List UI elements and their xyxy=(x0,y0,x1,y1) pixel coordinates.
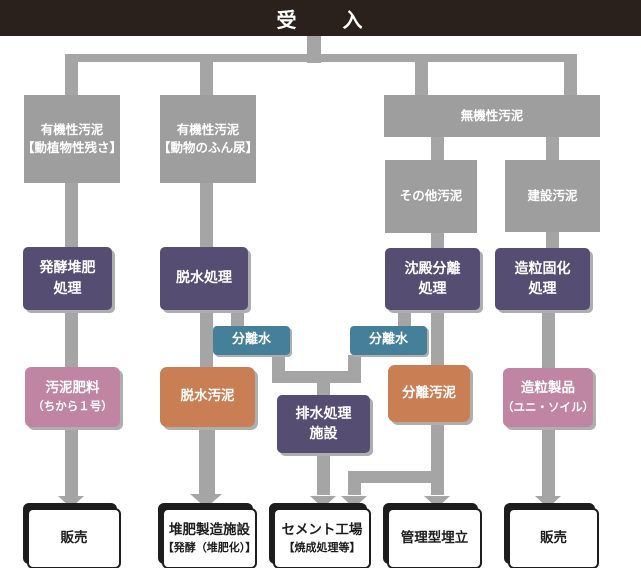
node-label: セメント工場 xyxy=(281,521,363,538)
connector-dewater-to-sepwater xyxy=(231,310,244,328)
arrowhead-sale-right xyxy=(535,496,561,508)
node-sedimentation-process: 沈殿分離 処理 xyxy=(385,248,480,310)
connector-drop-organic-plant xyxy=(65,56,78,95)
connector-col4-b xyxy=(542,310,555,368)
node-label: 【動植物性残さ】 xyxy=(22,140,123,155)
connector-sediment-to-sepwater xyxy=(398,310,411,328)
connector-merge-bar xyxy=(272,371,361,383)
connector-merge-down xyxy=(317,383,330,395)
node-label: 分離水 xyxy=(231,332,271,348)
node-label: 脱水処理 xyxy=(176,270,232,287)
connector-branch-down xyxy=(348,483,361,495)
node-organic-sludge-plant: 有機性汚泥 【動植物性残さ】 xyxy=(22,95,123,183)
node-label: 処理 xyxy=(528,281,557,297)
node-label: 有機性汚泥 xyxy=(176,121,240,137)
node-label: 汚泥肥料 xyxy=(45,379,100,396)
connector-main-horizontal xyxy=(65,54,577,62)
arrowhead-cement-1 xyxy=(310,496,336,508)
node-label: （ちから１号） xyxy=(32,399,113,414)
node-label: （ユニ・ソイル） xyxy=(502,399,594,414)
node-separated-water-left: 分離水 xyxy=(213,326,290,355)
node-organic-sludge-animal: 有機性汚泥 【動物のふん尿】 xyxy=(158,95,259,183)
connector-col3-c xyxy=(431,422,444,495)
connector-drop-inorganic-left xyxy=(415,56,428,95)
node-inorganic-sludge: 無機性汚泥 xyxy=(384,95,600,137)
node-label: 販売 xyxy=(60,529,88,546)
arrowhead-compost-facility xyxy=(190,494,222,508)
node-label: 施設 xyxy=(309,426,338,442)
node-label: 分離水 xyxy=(368,332,408,348)
node-granulated-product: 造粒製品 （ユニ・ソイル） xyxy=(502,368,594,427)
connector-col3-a xyxy=(431,233,444,250)
arrowhead-sale-left xyxy=(58,496,84,508)
connector-branch-bar xyxy=(348,471,444,483)
connector-col4-c xyxy=(542,427,555,497)
node-label: 有機性汚泥 xyxy=(40,121,104,137)
connector-wastewater-down xyxy=(317,453,330,495)
connector-col2-b xyxy=(200,310,213,367)
node-construction-sludge: 建設汚泥 xyxy=(505,160,600,232)
arrowhead-landfill xyxy=(424,496,450,508)
node-wastewater-treatment-facility: 排水処理 施設 xyxy=(277,395,370,453)
node-granulation-process: 造粒固化 処理 xyxy=(495,248,590,310)
connector-col3-b xyxy=(431,310,444,365)
node-label: 【発酵（堆肥化）】 xyxy=(162,541,257,555)
node-label: 処理 xyxy=(418,281,447,297)
node-sale-left: 販売 xyxy=(27,508,121,568)
node-label: 分離汚泥 xyxy=(402,384,456,401)
node-label: 造粒固化 xyxy=(514,260,571,277)
connector-col1-c xyxy=(65,427,78,497)
node-sludge-fertilizer: 汚泥肥料 （ちから１号） xyxy=(25,367,120,427)
connector-drop-organic-animal xyxy=(200,56,213,95)
connector-col4-a xyxy=(546,232,559,248)
node-label: 管理型埋立 xyxy=(400,529,469,546)
connector-drop-inorganic-right xyxy=(564,54,577,95)
node-label: 【動物のふん尿】 xyxy=(158,140,259,155)
node-label: 排水処理 xyxy=(295,405,352,422)
node-label: 無機性汚泥 xyxy=(460,107,524,123)
intake-header-bar: 受 入 xyxy=(0,0,641,36)
connector-col1-b xyxy=(65,310,78,367)
node-dewatering-process: 脱水処理 xyxy=(160,247,248,310)
node-separated-sludge: 分離汚泥 xyxy=(388,365,470,422)
node-separated-water-right: 分離水 xyxy=(350,326,427,355)
node-dewatered-sludge: 脱水汚泥 xyxy=(160,367,255,427)
intake-header-label: 受 入 xyxy=(276,7,365,32)
node-label: その他汚泥 xyxy=(399,188,463,204)
node-label: 堆肥製造施設 xyxy=(169,521,250,538)
node-label: 建設汚泥 xyxy=(527,187,578,203)
node-compost-facility: 堆肥製造施設 【発酵（堆肥化）】 xyxy=(162,508,257,568)
node-sale-right: 販売 xyxy=(508,508,599,568)
connector-inorganic-construction xyxy=(546,137,559,160)
connector-col1-a xyxy=(65,183,78,247)
node-label: 【焼成処理等】 xyxy=(283,541,361,555)
node-label: 造粒製品 xyxy=(521,380,575,397)
connector-thick-compost xyxy=(199,427,215,494)
node-label: 販売 xyxy=(540,529,567,546)
arrowhead-cement-2 xyxy=(341,496,367,508)
connector-inorganic-other xyxy=(431,137,444,160)
node-label: 沈殿分離 xyxy=(404,260,461,277)
node-label: 脱水汚泥 xyxy=(180,388,235,405)
node-other-sludge: その他汚泥 xyxy=(385,160,477,233)
node-label: 処理 xyxy=(53,280,82,297)
connector-col2-a xyxy=(200,183,213,247)
node-managed-landfill: 管理型埋立 xyxy=(387,508,482,568)
node-cement-plant: セメント工場 【焼成処理等】 xyxy=(273,508,371,568)
node-fermentation-compost-process: 発酵堆肥 処理 xyxy=(23,247,112,310)
node-label: 発酵堆肥 xyxy=(39,260,96,277)
